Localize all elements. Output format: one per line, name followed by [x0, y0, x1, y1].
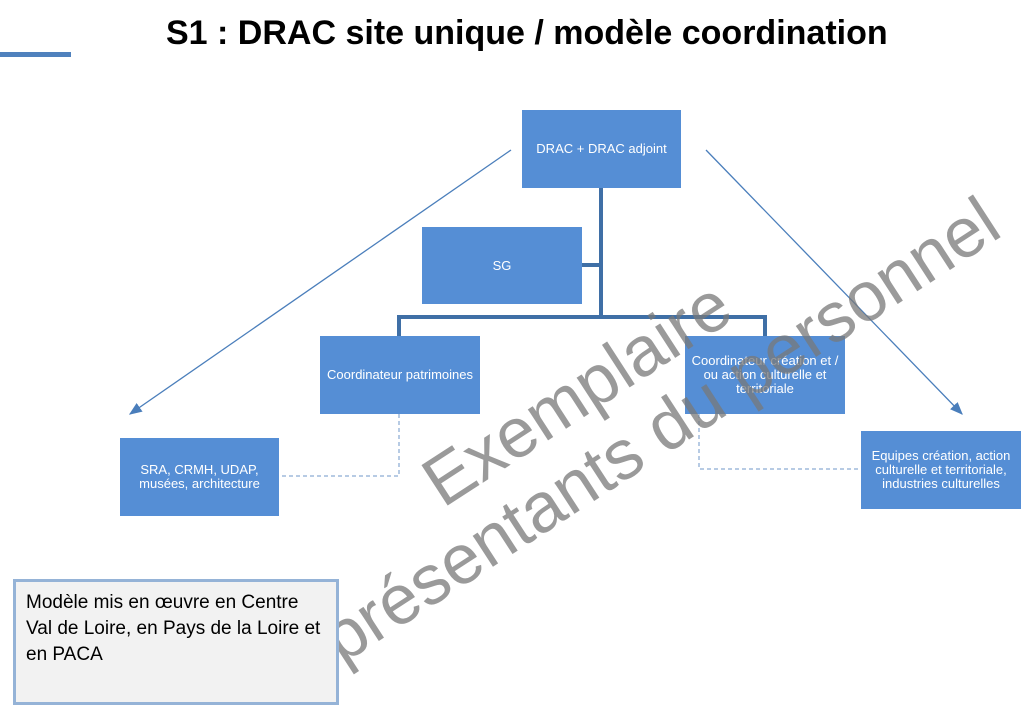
- accent-bar: [0, 52, 71, 57]
- note-box: Modèle mis en œuvre en Centre Val de Loi…: [13, 579, 339, 705]
- node-coord-creation: Coordinateur création et / ou action cul…: [685, 336, 845, 414]
- node-drac: DRAC + DRAC adjoint: [522, 110, 681, 188]
- dashed-links: [280, 414, 860, 477]
- page-title: S1 : DRAC site unique / modèle coordinat…: [166, 14, 888, 52]
- tree-connectors: [397, 188, 767, 336]
- arrow-left: [128, 149, 512, 415]
- node-sra: SRA, CRMH, UDAP, musées, architecture: [120, 438, 279, 516]
- node-equipes: Equipes création, action culturelle et t…: [861, 431, 1021, 509]
- node-coord-patrimoines: Coordinateur patrimoines: [320, 336, 480, 414]
- arrow-right: [705, 149, 963, 415]
- node-sg: SG: [422, 227, 582, 304]
